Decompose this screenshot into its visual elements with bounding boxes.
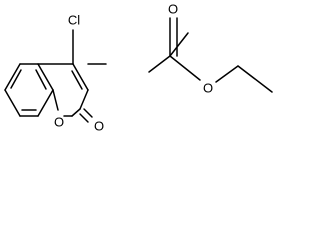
- bond-c5-c6: [4, 63, 21, 91]
- bond-c3-c2: [79, 89, 89, 110]
- double-bond-c5-c6: [10, 69, 22, 89]
- ethyl-ester-group: [72, 17, 273, 93]
- ester-ether-oxygen-label: O: [203, 81, 213, 96]
- bond-c2-o-carbonyl: [79, 113, 89, 123]
- bond-c8-c8a: [37, 89, 54, 117]
- double-bond-c4-c3: [71, 70, 83, 90]
- bond-c4-c3: [72, 63, 89, 91]
- bond-c-ester-up: [169, 32, 189, 57]
- bond-o-ether-ch2: [215, 65, 239, 83]
- bond-c-ester-o-ether: [169, 55, 201, 81]
- bond-o1-c8a: [52, 89, 59, 111]
- double-bond-c8a-c4a: [35, 69, 47, 90]
- ring-oxygen-label: O: [54, 115, 64, 130]
- bond-c6-c7: [4, 89, 21, 117]
- pyranone-ring: [37, 63, 89, 117]
- chlorine-atom-label: Cl: [68, 13, 80, 28]
- ester-carbonyl-oxygen-label: O: [168, 2, 178, 17]
- bond-c2-ring-left: [71, 108, 81, 117]
- double-bond-c2-o-carbonyl: [83, 108, 93, 118]
- lactone-carbonyl-oxygen-label: O: [94, 119, 104, 134]
- chemical-structure-diagram: Cl O O O O: [4, 2, 273, 134]
- benzene-ring: [4, 63, 54, 117]
- bond-c8a-c4a: [37, 63, 54, 91]
- bond-ch2-ch3: [237, 65, 273, 93]
- bond-ring-to-ester-carbon: [148, 55, 171, 73]
